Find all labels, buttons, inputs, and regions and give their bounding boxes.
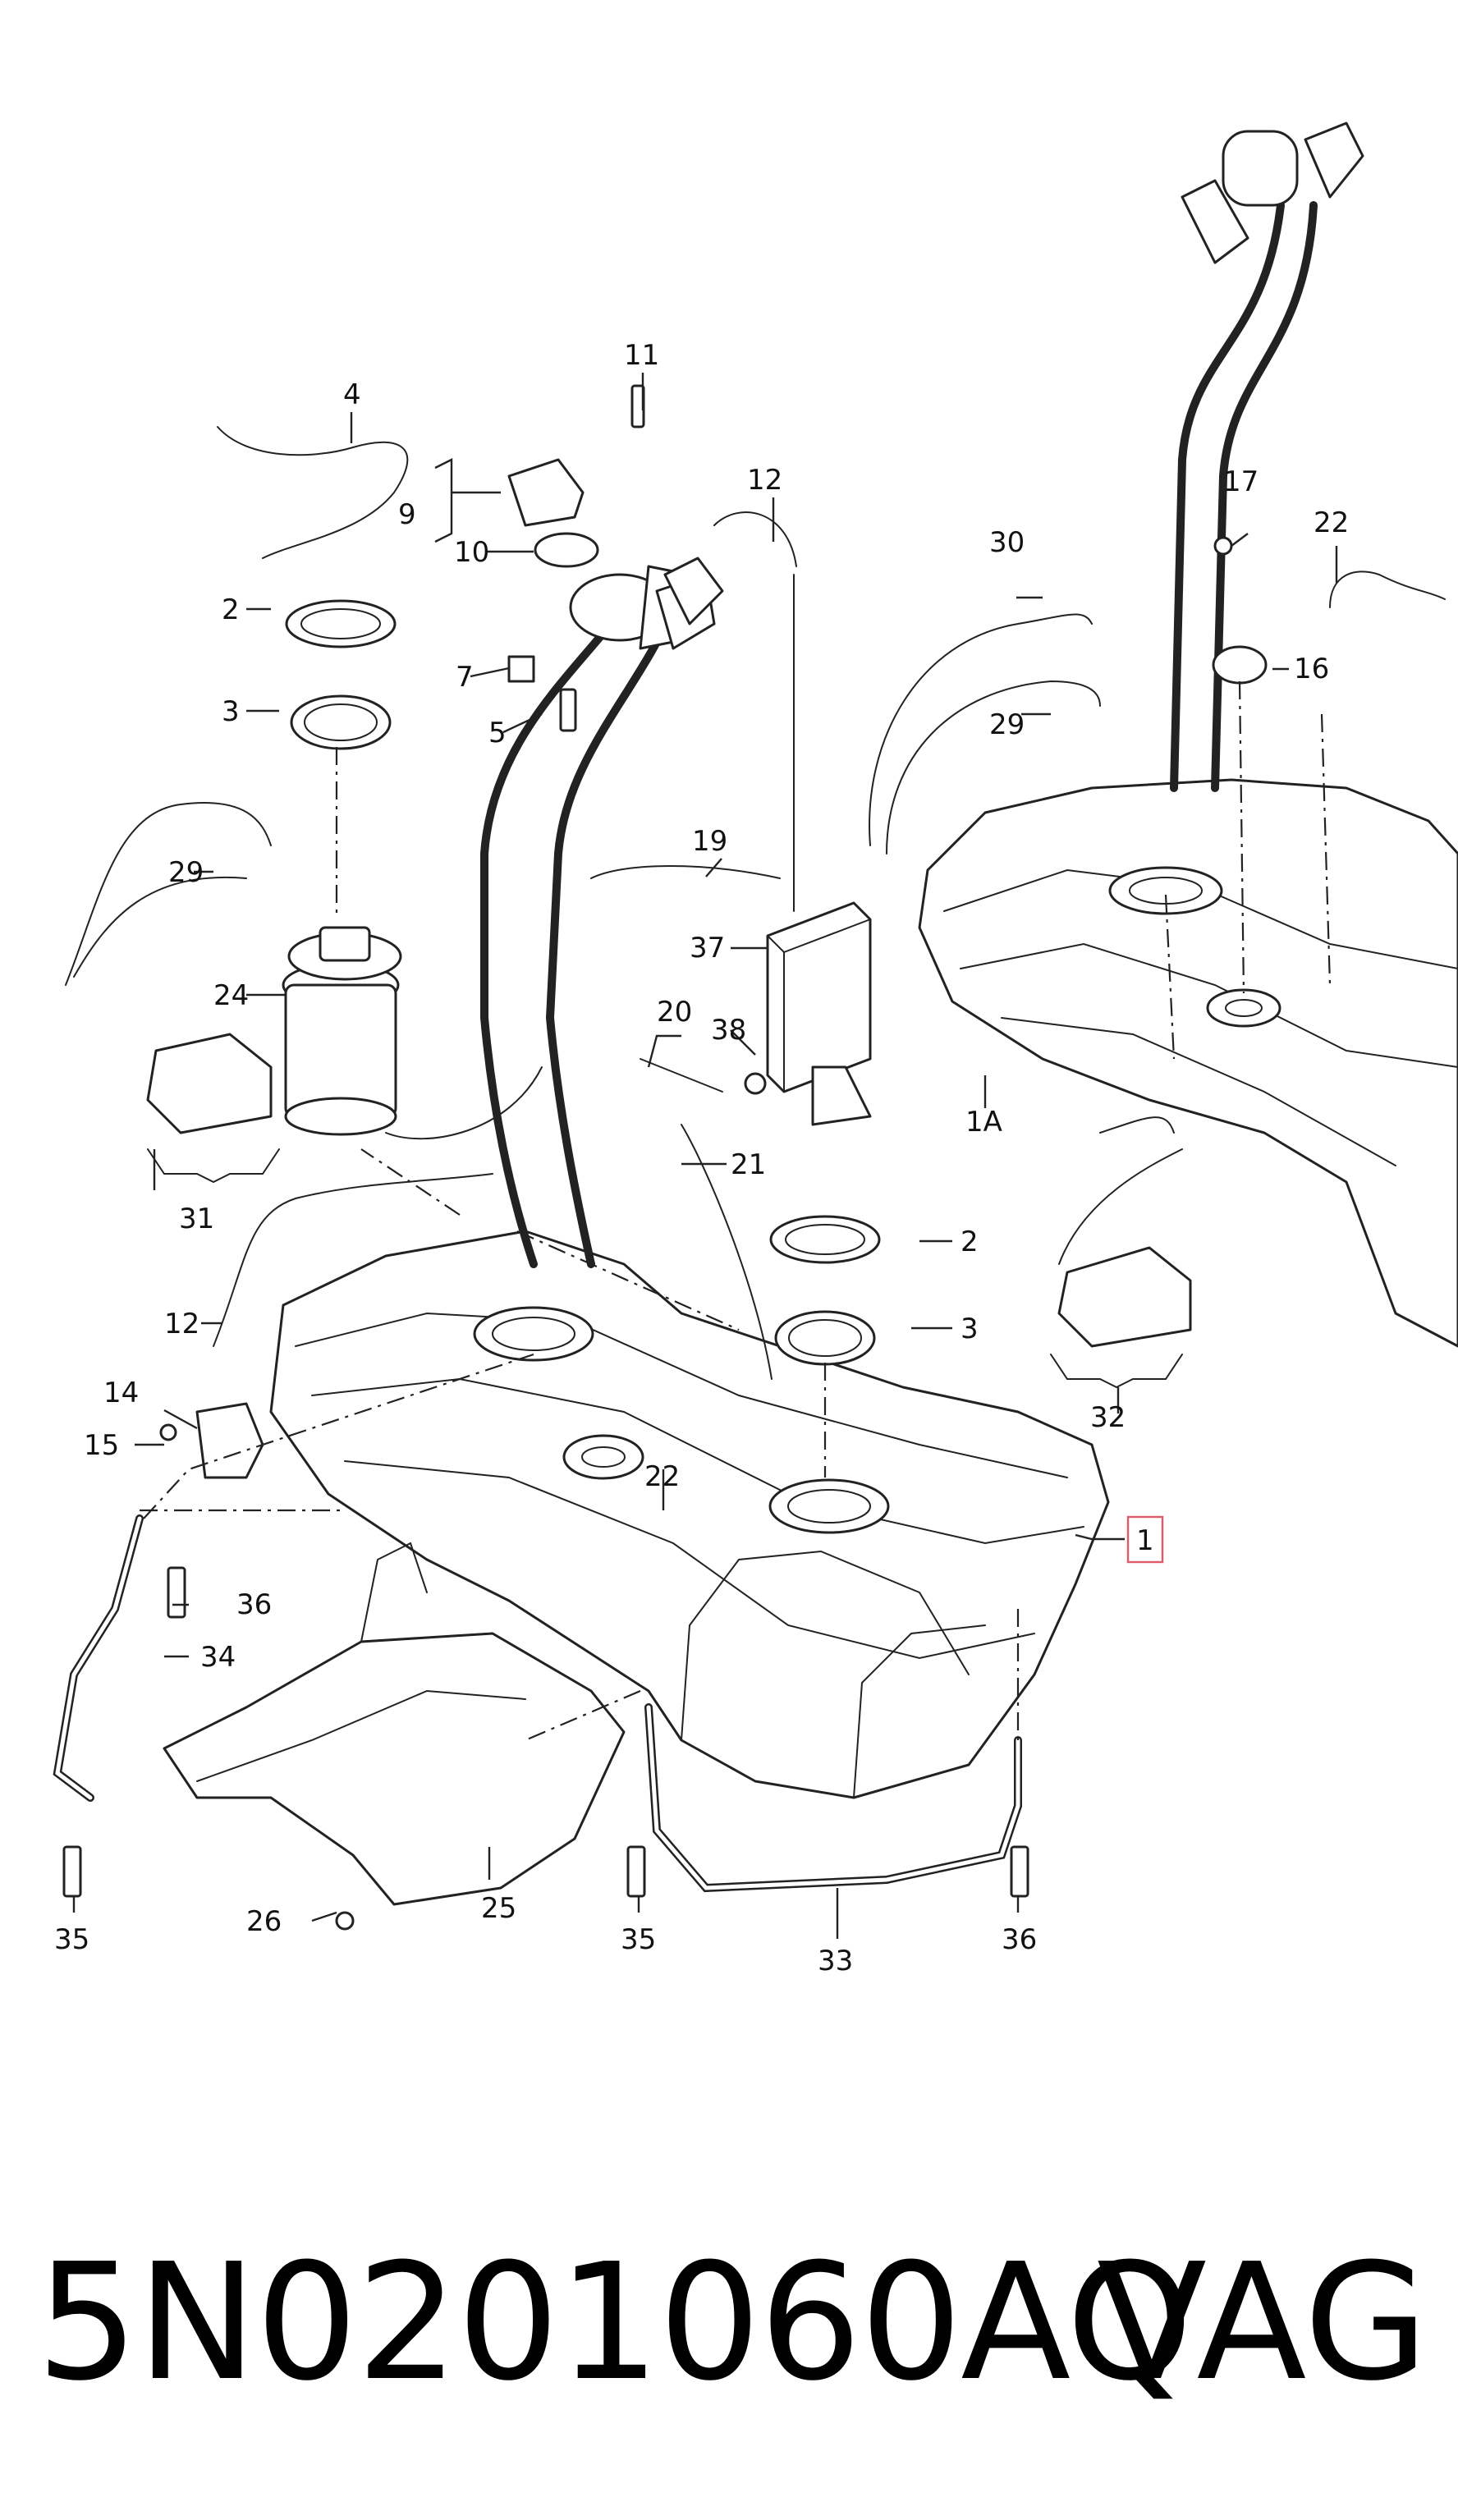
locking-ring-right: [769, 1215, 881, 1366]
callout-32: 32: [1090, 1401, 1126, 1434]
fuel-lines: [65, 426, 1446, 1380]
callout-4: 4: [343, 378, 361, 411]
bolts: [62, 384, 1233, 1931]
callout-9: 9: [398, 498, 416, 531]
filler-cap-illustration: [507, 458, 599, 568]
callout-38: 38: [711, 1014, 746, 1047]
callout-10: 10: [454, 536, 489, 569]
callout-14: 14: [103, 1377, 139, 1409]
callout-12-top: 12: [747, 464, 782, 497]
pump-control-unit-32: [1050, 1246, 1192, 1389]
brand-name: VAG: [1096, 2229, 1428, 2417]
sensor-illustration: [1212, 645, 1268, 685]
callout-31: 31: [179, 1203, 214, 1235]
callout-36-lower: 36: [1002, 1923, 1037, 1956]
locking-ring-left: [285, 599, 397, 750]
tank-alternate-view: [918, 778, 1458, 1348]
vent-pipe-illustration: [480, 557, 724, 1268]
callout-15: 15: [84, 1429, 119, 1462]
pump-control-unit-31: [146, 1033, 280, 1184]
callout-25: 25: [481, 1892, 516, 1925]
callout-21: 21: [731, 1148, 766, 1181]
exploded-parts-diagram: 1 1A 2 2 3 3 4 5 7 9 10 11 12 12 14 15 1…: [53, 121, 1458, 1977]
part-caption: 5N0201060AQ VAG: [0, 2216, 1458, 2430]
part-number: 5N0201060AQ: [36, 2229, 1193, 2417]
heat-shield-illustration: [163, 1542, 626, 1906]
callout-2-left: 2: [222, 593, 240, 626]
callout-24: 24: [213, 979, 249, 1012]
callout-3-left: 3: [222, 695, 240, 728]
leader-lines: [72, 373, 1338, 1939]
callout-30: 30: [989, 526, 1025, 559]
callout-35-left: 35: [54, 1923, 89, 1956]
callout-33: 33: [818, 1945, 853, 1977]
callout-29-right: 29: [989, 708, 1025, 741]
bracket-illustration: [159, 1402, 264, 1479]
callout-1: 1: [1136, 1524, 1154, 1557]
fuel-pump-illustration: [282, 926, 402, 1136]
callout-22-right: 22: [1314, 506, 1349, 539]
tank-straps: [53, 1514, 1022, 1893]
callout-1A: 1A: [965, 1106, 1002, 1139]
callout-5: 5: [488, 717, 507, 749]
callout-labels: 1 1A 2 2 3 3 4 5 7 9 10 11 12 12 14 15 1…: [54, 339, 1349, 1977]
callout-22-middle: 22: [644, 1460, 680, 1493]
callout-37: 37: [690, 932, 725, 964]
callout-11: 11: [624, 339, 659, 372]
callout-3-right: 3: [961, 1313, 979, 1345]
callout-36-upper: 36: [236, 1588, 272, 1621]
callout-7: 7: [456, 661, 474, 694]
fuel-tank-illustration: [269, 1230, 1110, 1799]
callout-19: 19: [692, 825, 727, 858]
callout-2-right: 2: [961, 1226, 979, 1258]
callout-16: 16: [1294, 653, 1329, 685]
highlight-box: [1126, 1515, 1164, 1564]
reference-lines: [140, 680, 1332, 1742]
callout-17: 17: [1223, 465, 1259, 498]
filler-neck-illustration: [1170, 121, 1364, 792]
callout-12-left: 12: [164, 1308, 199, 1340]
callout-29-left: 29: [168, 856, 204, 889]
callout-26: 26: [246, 1905, 282, 1938]
callout-35-middle: 35: [621, 1923, 656, 1956]
charcoal-filter-illustration: [766, 901, 872, 1126]
callout-20: 20: [657, 996, 692, 1029]
callout-34: 34: [200, 1641, 236, 1674]
